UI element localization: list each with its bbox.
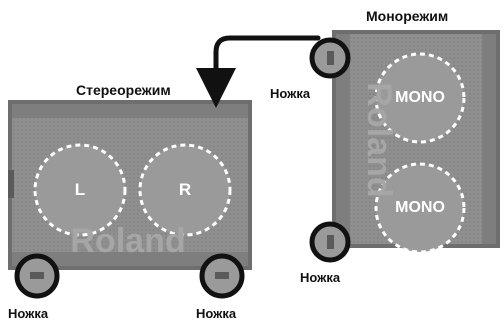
mono-cabinet: Roland: [309, 30, 500, 263]
stereo-right-speaker-circle: [138, 143, 232, 237]
stereo-left-speaker-circle: [33, 143, 127, 237]
mono-foot-bottom-label: Ножка: [300, 270, 341, 285]
stereo-foot-left-label: Ножка: [8, 306, 49, 321]
mono-cabinet-side-rail: [336, 34, 350, 244]
stereo-cabinet: Roland: [8, 100, 252, 299]
stereo-foot-right-label: Ножка: [196, 306, 237, 321]
mono-upper-speaker-circle: [374, 52, 466, 144]
stereo-title: Стереорежим: [76, 82, 171, 98]
stereo-foot-left-pad: [30, 272, 44, 279]
stereo-cabinet-handle: [8, 170, 14, 198]
mono-foot-top-pad: [327, 51, 334, 65]
mono-upper-label: MONO: [395, 89, 445, 106]
mono-title: Монорежим: [366, 8, 449, 24]
mode-change-arrow: [196, 35, 321, 108]
stereo-brand-logo: Roland: [70, 222, 185, 260]
mono-lower-speaker-circle: [374, 162, 466, 254]
stereo-left-label: L: [74, 180, 86, 199]
mono-foot-bottom-pad: [327, 235, 334, 249]
mono-foot-top-label: Ножка: [270, 86, 311, 101]
stereo-right-label: R: [178, 180, 192, 199]
mono-brand-logo: Roland: [360, 82, 398, 197]
mono-lower-label: MONO: [395, 199, 445, 216]
stereo-cabinet-top-rail: [12, 104, 248, 118]
stereo-foot-right-pad: [215, 272, 229, 279]
stereo-cabinet-bottom-rail: [12, 252, 248, 266]
mono-cabinet-side-rail-right: [482, 34, 496, 244]
